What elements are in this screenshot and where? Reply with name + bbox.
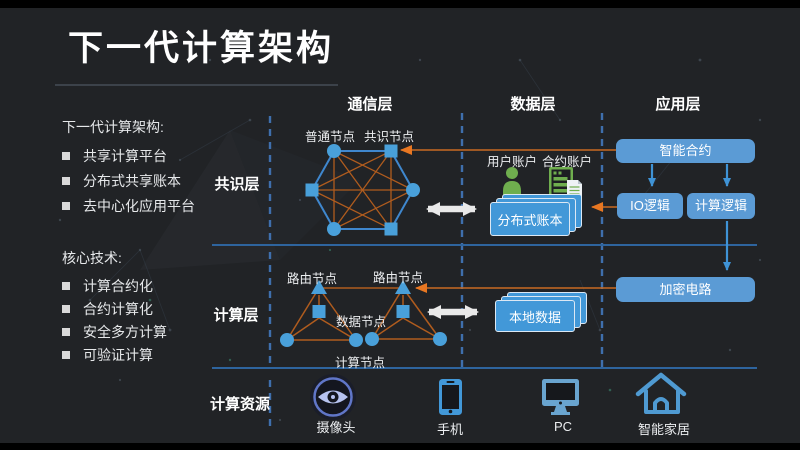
compute-node-icon xyxy=(433,332,447,346)
app-flow-arrows xyxy=(648,164,731,271)
distributed-ledger-stack: 分布式账本 xyxy=(490,194,586,240)
smart-home-label: 智能家居 xyxy=(637,422,691,437)
bullet-square-icon xyxy=(62,201,70,210)
phone-icon xyxy=(439,379,462,415)
compute-node-label: 计算节点 xyxy=(334,356,386,370)
smart-home-icon xyxy=(635,372,687,414)
router-node-icon xyxy=(311,280,327,294)
sidebar-item: 去中心化应用平台 xyxy=(62,193,242,218)
consensus-node-label: 共识节点 xyxy=(363,130,415,144)
user-account-label: 用户账户 xyxy=(486,155,538,169)
consensus-network xyxy=(305,144,420,236)
phone-label: 手机 xyxy=(436,422,464,437)
smart-contract-box: 智能合约 xyxy=(616,139,755,163)
camera-label: 摄像头 xyxy=(316,420,356,435)
bullet-square-icon xyxy=(62,176,70,185)
compute-node-icon xyxy=(280,333,294,347)
consensus-node-icon xyxy=(384,144,398,158)
sidebar-item: 可验证计算 xyxy=(62,343,242,366)
sidebar-heading: 下一代计算架构: xyxy=(62,118,164,135)
consensus-node-icon xyxy=(384,222,398,236)
column-header-application: 应用层 xyxy=(655,96,701,113)
compute-node-icon xyxy=(365,332,379,346)
bottom-letterbox-bar xyxy=(0,443,800,450)
bullet-square-icon xyxy=(62,281,70,290)
sidebar-heading: 核心技术: xyxy=(62,249,122,266)
bullet-square-icon xyxy=(62,151,70,160)
user-account-icon xyxy=(503,167,521,196)
router-node-label: 路由节点 xyxy=(372,271,424,285)
consensus-node-icon xyxy=(305,183,319,197)
exchange-arrows xyxy=(426,202,479,319)
compute-network xyxy=(280,280,447,347)
camera-icon xyxy=(310,374,356,420)
bullet-square-icon xyxy=(62,304,70,313)
grid-dividers xyxy=(212,113,757,426)
pc-icon xyxy=(542,379,579,415)
normal-node-icon xyxy=(327,222,341,236)
sidebar-item: 安全多方计算 xyxy=(62,320,242,343)
orange-connectors xyxy=(400,145,617,293)
data-node-icon xyxy=(312,305,326,318)
local-data-card: 本地数据 xyxy=(495,300,575,332)
slide-title: 下一代计算架构 xyxy=(68,29,335,68)
compute-logic-box: 计算逻辑 xyxy=(687,193,755,219)
data-node-icon xyxy=(396,305,410,318)
sidebar-item: 共享计算平台 xyxy=(62,143,242,168)
bullet-square-icon xyxy=(62,327,70,336)
column-header-communication: 通信层 xyxy=(347,96,393,113)
local-data-stack: 本地数据 xyxy=(495,292,591,336)
normal-node-label: 普通节点 xyxy=(304,130,356,144)
sidebar-item: 计算合约化 xyxy=(62,274,242,297)
distributed-ledger-card: 分布式账本 xyxy=(490,202,570,236)
sidebar-item: 合约计算化 xyxy=(62,297,242,320)
bullet-square-icon xyxy=(62,350,70,359)
contract-account-label: 合约账户 xyxy=(541,155,593,169)
row-label-consensus: 共识层 xyxy=(214,176,260,193)
io-logic-box: IO逻辑 xyxy=(617,193,683,219)
row-label-resources: 计算资源 xyxy=(209,396,271,413)
data-node-label: 数据节点 xyxy=(335,315,387,329)
column-header-data: 数据层 xyxy=(510,96,556,113)
row-label-compute: 计算层 xyxy=(213,307,259,324)
top-letterbox-bar xyxy=(0,0,800,8)
router-node-icon xyxy=(395,280,411,294)
normal-node-icon xyxy=(327,144,341,158)
compute-node-icon xyxy=(349,333,363,347)
constellation-background xyxy=(58,58,762,432)
pc-label: PC xyxy=(553,419,573,434)
crypto-circuit-box: 加密电路 xyxy=(616,277,755,302)
router-node-label: 路由节点 xyxy=(286,272,338,286)
normal-node-icon xyxy=(406,183,420,197)
title-underline xyxy=(55,84,338,86)
sidebar-item: 分布式共享账本 xyxy=(62,168,242,193)
sidebar: 下一代计算架构: 共享计算平台 分布式共享账本 去中心化应用平台 核心技术: 计… xyxy=(62,114,242,366)
